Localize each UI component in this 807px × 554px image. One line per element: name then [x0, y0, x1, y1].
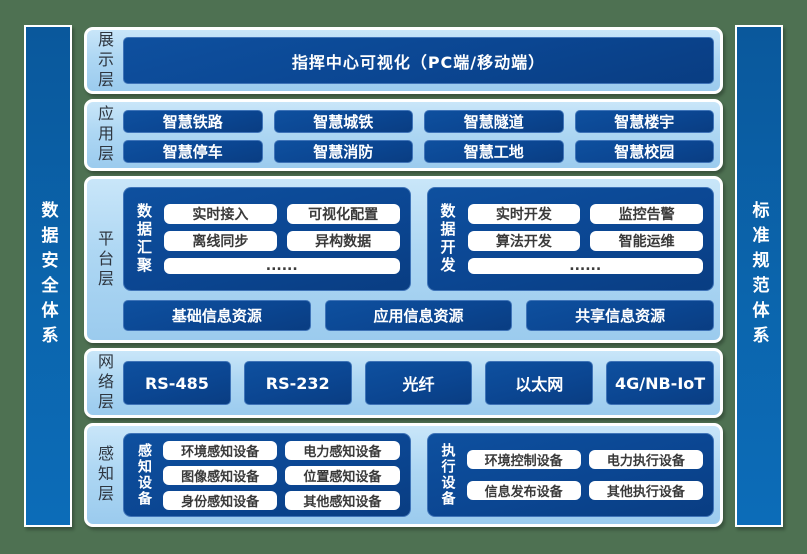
app-node-smart-fire: 智慧消防 — [273, 140, 413, 163]
app-node-smart-parking: 智慧停车 — [123, 140, 263, 163]
command-center-banner: 指挥中心可视化（PC端/移动端） — [123, 37, 714, 84]
device-chip-env-sensing: 环境感知设备 — [163, 440, 278, 460]
data-aggregation-items: 实时接入 可视化配置 离线同步 异构数据 ...... — [164, 204, 400, 274]
network-node-ethernet: 以太网 — [485, 361, 594, 405]
data-development-items: 实时开发 监控告警 算法开发 智能运维 ...... — [467, 204, 703, 274]
sensing-devices-items: 环境感知设备 电力感知设备 图像感知设备 位置感知设备 身份感知设备 其他感知设… — [163, 440, 400, 510]
execution-devices-items: 环境控制设备 电力执行设备 信息发布设备 其他执行设备 — [466, 450, 703, 500]
layer-label-platform: 平台层 — [87, 179, 121, 340]
app-node-smart-railway: 智慧铁路 — [123, 110, 263, 133]
app-node-smart-building: 智慧楼宇 — [574, 110, 714, 133]
layer-panel-platform: 平台层 数据汇聚 实时接入 可视化配置 离线同步 异构数据 ...... — [84, 176, 723, 343]
layer-panel-perception: 感知层 感知设备 环境感知设备 电力感知设备 图像感知设备 位置感知设备 身份感… — [84, 423, 723, 527]
device-chip-location-sensing: 位置感知设备 — [285, 465, 400, 485]
network-node-rs485: RS-485 — [123, 361, 231, 405]
feature-chip-offline-sync: 离线同步 — [164, 231, 277, 251]
platform-groups: 数据汇聚 实时接入 可视化配置 离线同步 异构数据 ...... 数据开发 — [123, 187, 714, 291]
layer-stack: 展示层 指挥中心可视化（PC端/移动端） 应用层 智慧铁路 智慧城铁 智慧隧道 … — [84, 27, 723, 527]
app-node-smart-tunnel: 智慧隧道 — [424, 110, 564, 133]
perception-body: 感知设备 环境感知设备 电力感知设备 图像感知设备 位置感知设备 身份感知设备 … — [121, 426, 720, 524]
execution-devices-label: 执行设备 — [438, 443, 458, 507]
layer-label-perception: 感知层 — [87, 426, 121, 524]
feature-chip-realtime-ingest: 实时接入 — [164, 204, 277, 224]
application-body: 智慧铁路 智慧城铁 智慧隧道 智慧楼宇 智慧停车 智慧消防 智慧工地 智慧校园 — [121, 102, 720, 168]
app-node-smart-metro: 智慧城铁 — [273, 110, 413, 133]
layer-panel-network: 网络层 RS-485 RS-232 光纤 以太网 4G/NB-IoT — [84, 348, 723, 418]
device-chip-power-exec: 电力执行设备 — [588, 450, 703, 469]
group-label-text: 数据汇聚 — [135, 203, 153, 275]
app-node-smart-campus: 智慧校园 — [574, 140, 714, 163]
network-node-4g-nbiot: 4G/NB-IoT — [606, 361, 714, 405]
feature-chip-monitor-alert: 监控告警 — [590, 204, 703, 224]
standard-spec-bar-label: 标准规范体系 — [748, 201, 769, 351]
layer-label-text: 平台层 — [95, 229, 114, 290]
layer-label-presentation: 展示层 — [87, 30, 121, 91]
layer-label-text: 感知层 — [95, 445, 114, 505]
device-chip-other-sensing: 其他感知设备 — [285, 490, 400, 510]
layer-label-text: 应用层 — [95, 105, 114, 165]
group-label-text: 感知设备 — [136, 443, 152, 507]
resource-basic-info: 基础信息资源 — [123, 300, 311, 331]
presentation-body: 指挥中心可视化（PC端/移动端） — [121, 30, 720, 91]
data-aggregation-group: 数据汇聚 实时接入 可视化配置 离线同步 异构数据 ...... — [123, 187, 411, 291]
network-node-fiber: 光纤 — [364, 361, 473, 405]
group-label-text: 执行设备 — [439, 443, 456, 507]
layer-label-application: 应用层 — [87, 102, 121, 168]
standard-spec-bar: 标准规范体系 — [735, 25, 783, 527]
sensing-devices-label: 感知设备 — [134, 443, 154, 507]
execution-devices-group: 执行设备 环境控制设备 电力执行设备 信息发布设备 其他执行设备 — [426, 433, 714, 517]
layer-label-text: 展示层 — [95, 30, 114, 91]
feature-chip-algorithm-dev: 算法开发 — [467, 231, 581, 251]
layer-panel-application: 应用层 智慧铁路 智慧城铁 智慧隧道 智慧楼宇 智慧停车 智慧消防 智慧工地 智… — [84, 99, 723, 171]
feature-chip-heterogeneous-data: 异构数据 — [286, 231, 400, 251]
resource-shared-info: 共享信息资源 — [526, 300, 714, 331]
layer-label-text: 网络层 — [95, 353, 114, 413]
device-chip-identity-sensing: 身份感知设备 — [163, 490, 278, 510]
device-chip-env-control: 环境控制设备 — [466, 450, 581, 469]
network-node-rs232: RS-232 — [243, 361, 352, 405]
device-chip-image-sensing: 图像感知设备 — [163, 465, 278, 485]
data-development-group: 数据开发 实时开发 监控告警 算法开发 智能运维 ...... — [426, 187, 714, 291]
platform-body: 数据汇聚 实时接入 可视化配置 离线同步 异构数据 ...... 数据开发 — [121, 179, 720, 340]
layer-panel-presentation: 展示层 指挥中心可视化（PC端/移动端） — [84, 27, 723, 94]
feature-chip-visual-config: 可视化配置 — [286, 204, 400, 224]
feature-chip-ellipsis: ...... — [467, 258, 703, 274]
layer-label-network: 网络层 — [87, 351, 121, 415]
data-security-bar: 数据安全体系 — [24, 25, 72, 527]
app-node-smart-site: 智慧工地 — [424, 140, 564, 163]
resource-app-info: 应用信息资源 — [324, 300, 513, 331]
data-development-label: 数据开发 — [438, 203, 459, 275]
device-chip-other-exec: 其他执行设备 — [588, 481, 703, 500]
data-security-bar-label: 数据安全体系 — [37, 201, 58, 351]
network-body: RS-485 RS-232 光纤 以太网 4G/NB-IoT — [121, 351, 720, 415]
feature-chip-smart-ops: 智能运维 — [590, 231, 703, 251]
sensing-devices-group: 感知设备 环境感知设备 电力感知设备 图像感知设备 位置感知设备 身份感知设备 … — [123, 433, 411, 517]
group-label-text: 数据开发 — [438, 203, 457, 275]
feature-chip-ellipsis: ...... — [164, 258, 400, 274]
platform-resources: 基础信息资源 应用信息资源 共享信息资源 — [123, 300, 714, 331]
feature-chip-realtime-dev: 实时开发 — [467, 204, 581, 224]
device-chip-info-publish: 信息发布设备 — [466, 481, 581, 500]
data-aggregation-label: 数据汇聚 — [134, 203, 155, 275]
device-chip-power-sensing: 电力感知设备 — [285, 440, 400, 460]
